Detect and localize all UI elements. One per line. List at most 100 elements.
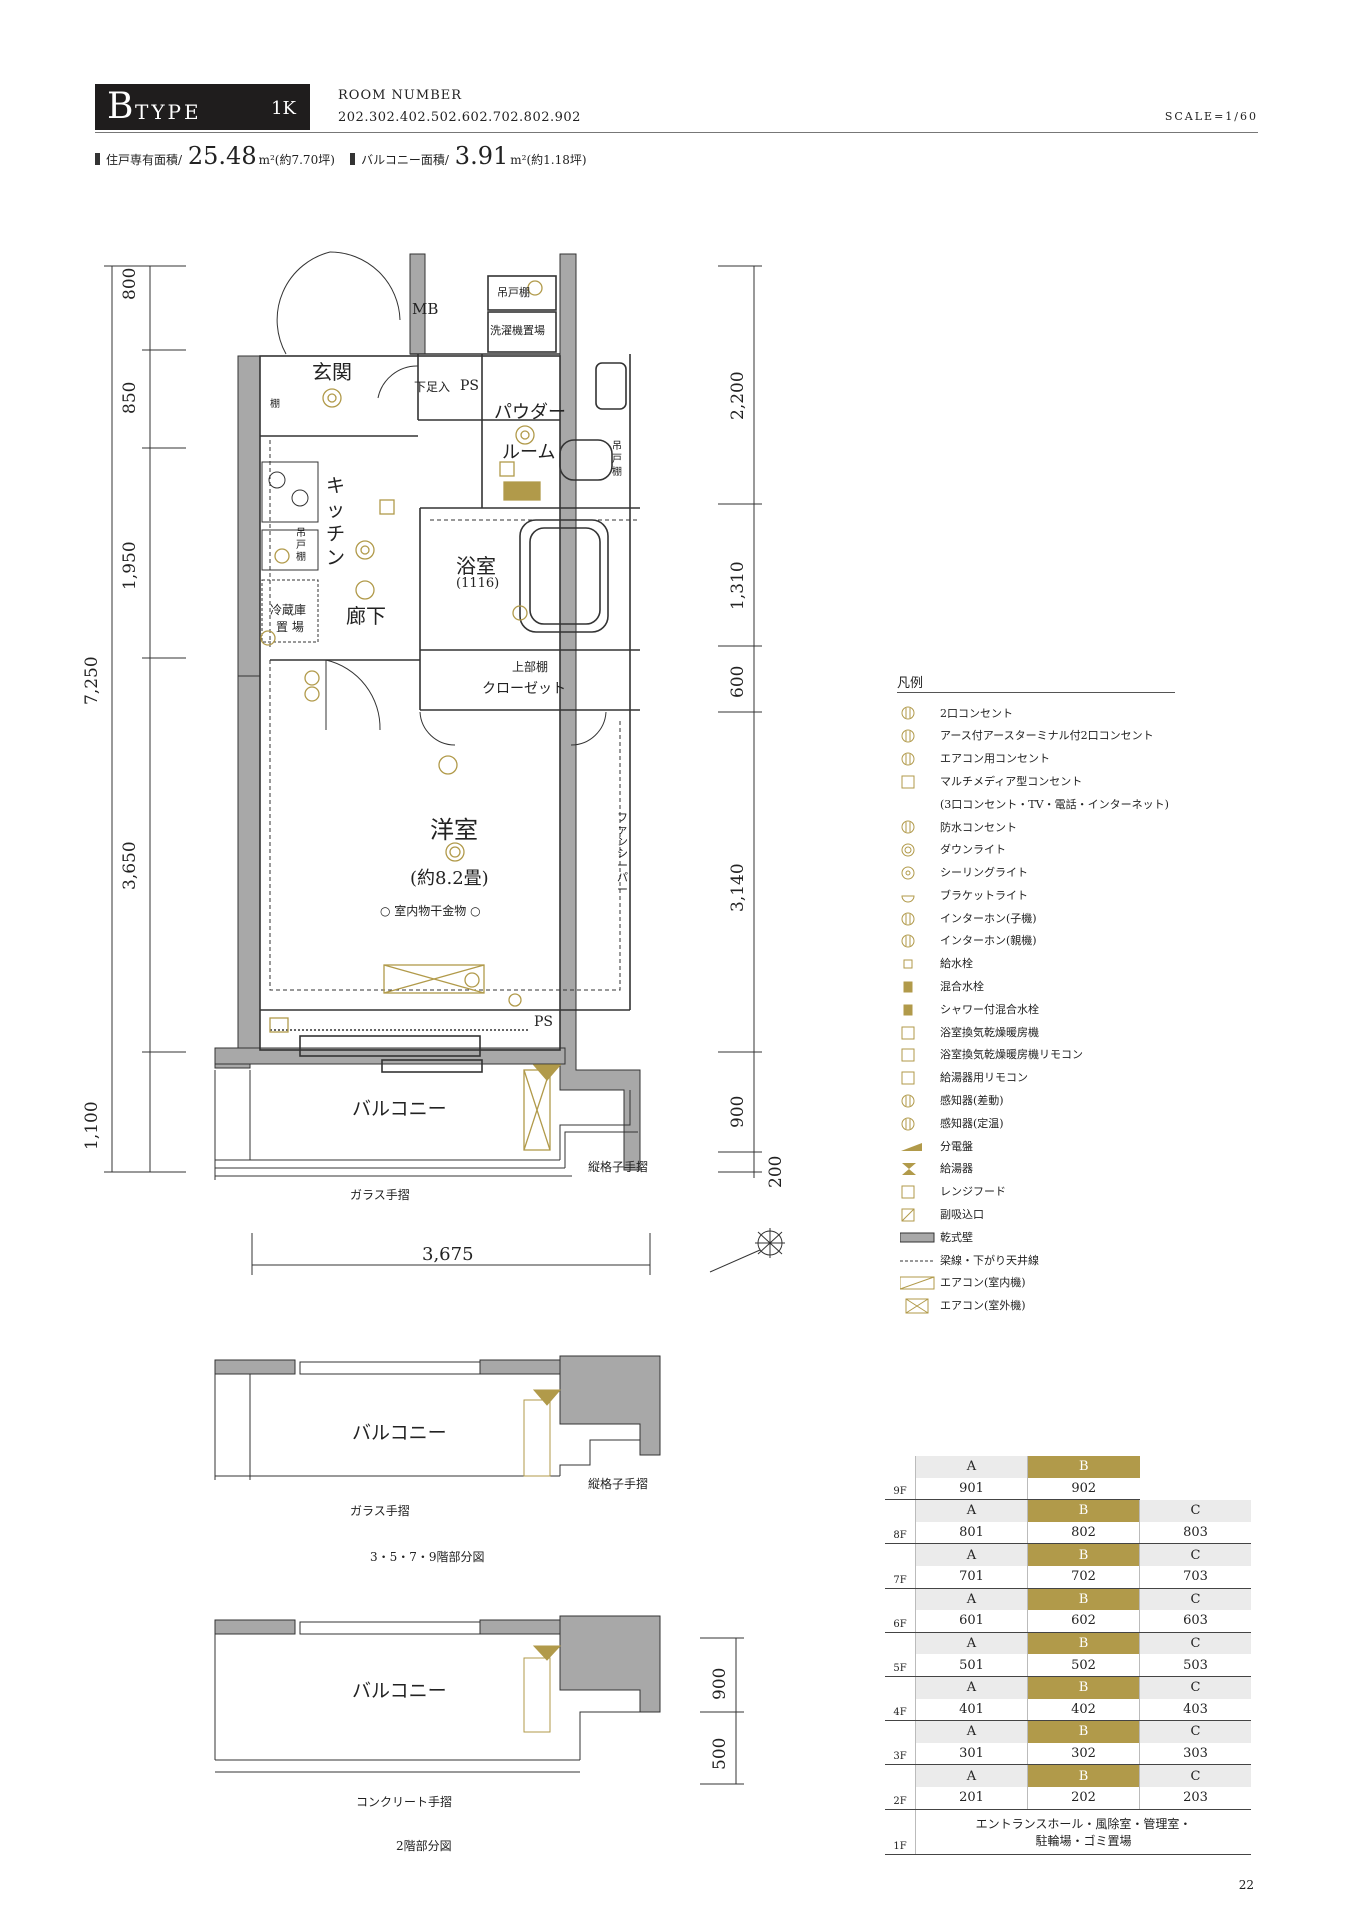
legend-item-label: インターホン(親機) bbox=[940, 934, 1037, 948]
dim-1100: 1,100 bbox=[82, 1101, 102, 1150]
unit-type-cell: A bbox=[915, 1543, 1028, 1566]
washer-label: 洗濯機置場 bbox=[490, 324, 545, 337]
private-area-tsubo: (約7.70坪) bbox=[274, 153, 335, 167]
legend-spacer bbox=[900, 797, 940, 813]
washer-shelf bbox=[487, 275, 557, 311]
unit-type-cell: A bbox=[915, 1720, 1028, 1743]
dim-600: 600 bbox=[728, 665, 748, 698]
legend-item: シーリングライト bbox=[900, 862, 1200, 885]
alt1-caption: 3・5・7・9階部分図 bbox=[370, 1550, 485, 1564]
legend-item-label: 副吸込口 bbox=[940, 1208, 984, 1222]
legend-list: 2口コンセントアース付アースターミナル付2口コンセントエアコン用コンセントマルチ… bbox=[899, 702, 1200, 1318]
legend-item-label: エアコン用コンセント bbox=[940, 752, 1050, 766]
legend-item-label: 乾式壁 bbox=[940, 1230, 973, 1244]
balcony-area-value: 3.91 bbox=[454, 142, 509, 170]
mb-label: MB bbox=[412, 300, 439, 318]
aircon-outdoor bbox=[523, 1069, 551, 1151]
unit-type-cell: C bbox=[1139, 1720, 1251, 1743]
unit-number-cell: 602 bbox=[1027, 1610, 1140, 1633]
room-powder-1: パウダー bbox=[494, 402, 566, 423]
intake-icon bbox=[900, 1207, 940, 1223]
legend-item-label: 2口コンセント bbox=[940, 706, 1013, 720]
legend-item: 浴室換気乾燥暖房機 bbox=[900, 1021, 1200, 1044]
dim-850: 850 bbox=[120, 381, 140, 414]
outlet-earth-icon bbox=[900, 728, 940, 744]
unit-number-cell: 303 bbox=[1139, 1742, 1251, 1766]
unit-type-cell: C bbox=[1139, 1676, 1251, 1699]
fridge-label-2: 置 場 bbox=[276, 620, 304, 634]
room-bath: 浴室 bbox=[456, 554, 496, 578]
dim-2200: 2,200 bbox=[728, 371, 748, 420]
washer-area bbox=[487, 311, 557, 353]
multimedia-outlet bbox=[269, 1017, 289, 1033]
outlet-waterproof-icon bbox=[900, 819, 940, 835]
legend-item-label: 給湯器用リモコン bbox=[940, 1071, 1028, 1085]
alt1-vertical-rail: 縦格子手摺 bbox=[588, 1477, 649, 1491]
shoe-closet-label: 下足入 bbox=[414, 380, 451, 394]
unit-number-cell: 701 bbox=[915, 1565, 1028, 1589]
floor-label: 1F bbox=[885, 1809, 916, 1855]
beam-line-room bbox=[269, 660, 621, 991]
legend-item-label: (3口コンセント・TV・電話・インターネット) bbox=[940, 797, 1169, 811]
legend-item: 給湯器 bbox=[900, 1158, 1200, 1181]
unit-number-cell: 402 bbox=[1027, 1698, 1140, 1722]
legend-item: 感知器(定温) bbox=[900, 1112, 1200, 1135]
heater-remote-icon bbox=[900, 1070, 940, 1086]
type-label-box: B TYPE 1K bbox=[95, 84, 310, 130]
legend-item-label: シャワー付混合水栓 bbox=[940, 1002, 1039, 1016]
floor-label: 5F bbox=[885, 1632, 916, 1677]
legend-item: インターホン(親機) bbox=[900, 930, 1200, 953]
floor-label: 4F bbox=[885, 1676, 916, 1722]
legend-item: 副吸込口 bbox=[900, 1204, 1200, 1227]
ceiling-light-room bbox=[445, 842, 465, 862]
legend-item-label: 給水栓 bbox=[940, 957, 973, 971]
scale-label: SCALE=1/60 bbox=[1164, 110, 1258, 123]
unit-number-cell: 802 bbox=[1027, 1521, 1140, 1545]
shelf-label: 棚 bbox=[270, 399, 280, 410]
unit-number-cell: 901 bbox=[915, 1477, 1028, 1501]
legend-item-label: レンジフード bbox=[940, 1185, 1006, 1199]
dim-200: 200 bbox=[766, 1155, 786, 1188]
wall-right bbox=[559, 253, 641, 1171]
drying-hardware-label: ○ 室内物干金物 ○ bbox=[380, 904, 481, 918]
aircon-outdoor-icon bbox=[900, 1298, 940, 1314]
floor-label: 8F bbox=[885, 1499, 916, 1545]
balcony-area-tsubo: (約1.18坪) bbox=[526, 153, 587, 167]
vertical-rail-label: 縦格子手摺 bbox=[588, 1160, 649, 1174]
glass-rail-label: ガラス手摺 bbox=[350, 1188, 410, 1202]
intercom-main-icon bbox=[900, 933, 940, 949]
outlet-2-icon bbox=[900, 705, 940, 721]
legend-item: 給湯器用リモコン bbox=[900, 1067, 1200, 1090]
toilet-shelf-label: 吊戸棚 bbox=[612, 441, 622, 478]
ps-label: PS bbox=[460, 378, 480, 394]
bath-dryer-remote-icon bbox=[900, 1047, 940, 1063]
range-hood-icon bbox=[900, 1184, 940, 1200]
dim-1950: 1,950 bbox=[120, 541, 140, 590]
alt1-glass-rail: ガラス手摺 bbox=[350, 1504, 410, 1518]
dim-total-7250: 7,250 bbox=[82, 656, 102, 705]
wall-left-lower bbox=[237, 675, 261, 1051]
unit-number-cell: 703 bbox=[1139, 1565, 1251, 1589]
first-floor-line-2: 駐輪場・ゴミ置場 bbox=[1035, 1833, 1132, 1848]
unit-number-cell: 702 bbox=[1027, 1565, 1140, 1589]
legend-item: 混合水栓 bbox=[900, 976, 1200, 999]
empty-cell bbox=[1140, 1456, 1252, 1478]
toilet bbox=[559, 439, 613, 481]
dim-3140: 3,140 bbox=[728, 863, 748, 912]
legend-item-label: エアコン(室外機) bbox=[940, 1299, 1026, 1313]
unit-number-cell: 801 bbox=[915, 1521, 1028, 1545]
ceiling-light-icon bbox=[900, 865, 940, 881]
unit-type-cell: A bbox=[915, 1632, 1028, 1655]
legend-item: ブラケットライト bbox=[900, 884, 1200, 907]
bullet-square-icon bbox=[95, 153, 100, 165]
legend-item-label: シーリングライト bbox=[940, 866, 1028, 880]
first-floor-facilities: エントランスホール・風除室・管理室・駐輪場・ゴミ置場 bbox=[915, 1809, 1251, 1855]
legend-item: エアコン(室内機) bbox=[899, 1272, 1200, 1295]
type-rest: TYPE bbox=[135, 100, 202, 124]
kitchen-sink bbox=[261, 529, 319, 571]
legend-item: 感知器(差動) bbox=[900, 1090, 1200, 1113]
western-size: (約8.2畳) bbox=[410, 868, 489, 889]
legend-item-label: インターホン(子機) bbox=[940, 911, 1037, 925]
room-door-swing bbox=[325, 659, 381, 731]
